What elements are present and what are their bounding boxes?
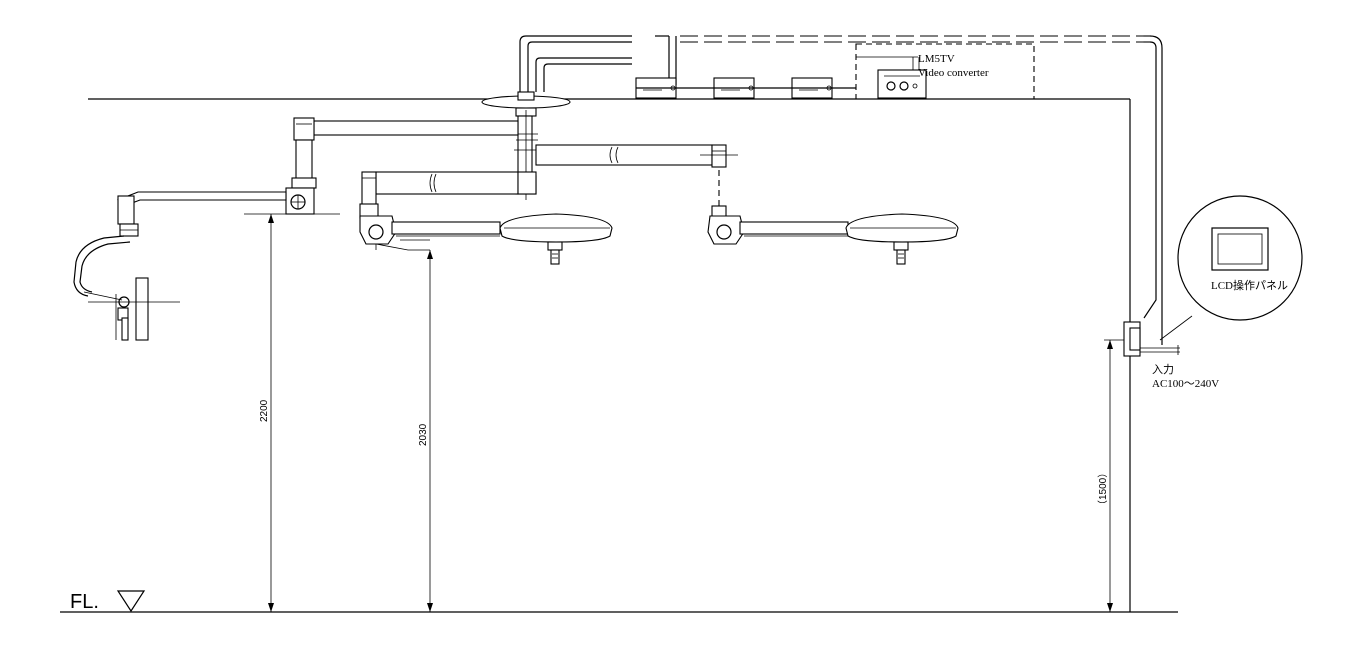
input-voltage-label: AC100～240V [1152,378,1219,390]
dimension-1500: （1500） [1097,339,1124,612]
dimension-2030-label: 2030 [418,423,429,446]
lcd-panel-label: LCD操作パネル [1211,278,1288,292]
lcd-panel-wall [1123,315,1193,357]
monitor-arm [73,117,519,341]
lcd-panel-detail: LCD操作パネル [1177,195,1303,321]
cable-duct [519,35,1163,345]
input-label: 入力 [1152,363,1174,376]
light-arm-2 [535,144,959,265]
dimension-2200: 2200 [244,213,340,612]
converter-model-label: LM5TV [918,53,955,65]
dimension-2200-label: 2200 [259,399,270,422]
dimension-1500-label: （1500） [1097,468,1109,510]
power-input: 入力 AC100～240V [1152,363,1219,390]
floor-label: FL. [70,591,99,613]
dimension-2030: 2030 [375,243,433,612]
video-converter: LM5TV Video converter [855,43,1035,100]
floor-marker: FL. [70,590,146,613]
light-arm-1 [359,171,613,265]
converter-name-label: Video converter [918,67,989,79]
ceiling-rail [635,77,856,99]
